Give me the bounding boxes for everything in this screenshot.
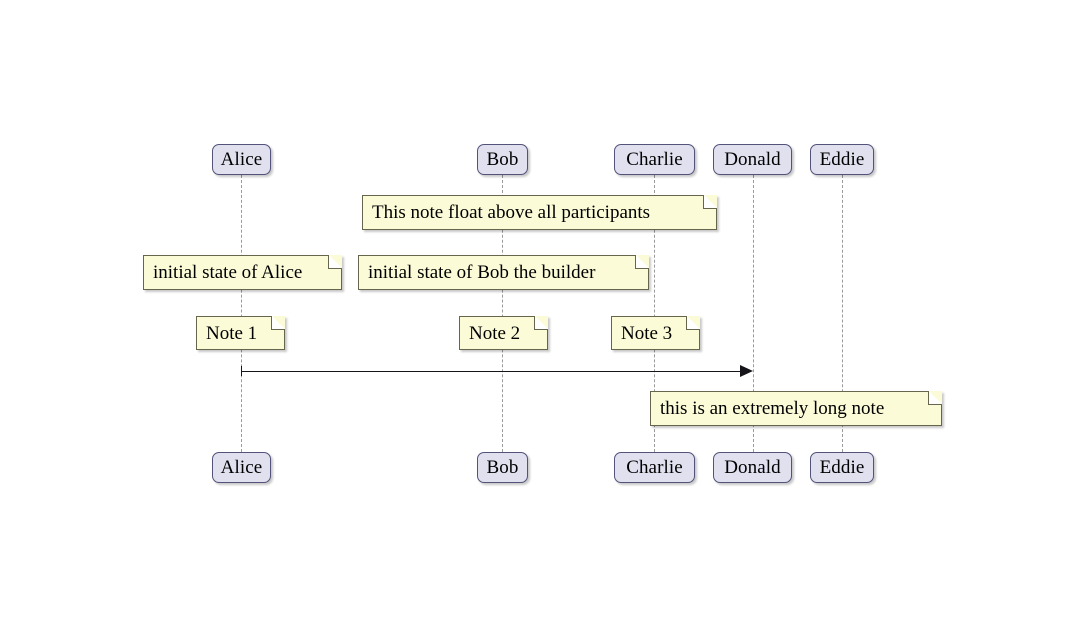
participant-bob-bottom[interactable]: Bob (477, 452, 528, 483)
lifeline-charlie (654, 175, 655, 452)
lifeline-eddie (842, 175, 843, 452)
note-text: initial state of Bob the builder (368, 262, 596, 283)
participant-label: Donald (724, 149, 781, 170)
participant-label: Bob (486, 149, 519, 170)
note-text: Note 3 (621, 322, 673, 344)
note-over-all[interactable]: This note float above all participants (362, 195, 717, 230)
participant-label: Charlie (626, 457, 683, 478)
note-1[interactable]: Note 1 (196, 316, 285, 350)
participant-charlie-top[interactable]: Charlie (614, 144, 695, 175)
participant-label: Charlie (626, 149, 683, 170)
participant-alice-top[interactable]: Alice (212, 144, 271, 175)
participant-label: Alice (220, 149, 263, 170)
note-text: this is an extremely long note (660, 398, 885, 419)
note-text: This note float above all participants (372, 202, 651, 223)
note-text: Note 1 (206, 322, 258, 344)
note-text: initial state of Alice (153, 262, 303, 283)
message-alice-to-donald-arrowhead (740, 365, 753, 377)
message-alice-to-donald-line[interactable] (241, 371, 741, 372)
participant-label: Eddie (819, 457, 865, 478)
participant-alice-bottom[interactable]: Alice (212, 452, 271, 483)
participant-donald-bottom[interactable]: Donald (713, 452, 792, 483)
note-long[interactable]: this is an extremely long note (650, 391, 942, 426)
participant-eddie-bottom[interactable]: Eddie (810, 452, 874, 483)
lifeline-bob (502, 175, 503, 452)
note-3[interactable]: Note 3 (611, 316, 700, 350)
note-2[interactable]: Note 2 (459, 316, 548, 350)
lifeline-donald (753, 175, 754, 452)
participant-label: Donald (724, 457, 781, 478)
note-bob-state[interactable]: initial state of Bob the builder (358, 255, 649, 290)
participant-donald-top[interactable]: Donald (713, 144, 792, 175)
participant-bob-top[interactable]: Bob (477, 144, 528, 175)
note-text: Note 2 (469, 322, 521, 344)
participant-label: Eddie (819, 149, 865, 170)
participant-charlie-bottom[interactable]: Charlie (614, 452, 695, 483)
participant-label: Bob (486, 457, 519, 478)
note-alice-state[interactable]: initial state of Alice (143, 255, 342, 290)
participant-label: Alice (220, 457, 263, 478)
participant-eddie-top[interactable]: Eddie (810, 144, 874, 175)
lifeline-alice (241, 175, 242, 452)
